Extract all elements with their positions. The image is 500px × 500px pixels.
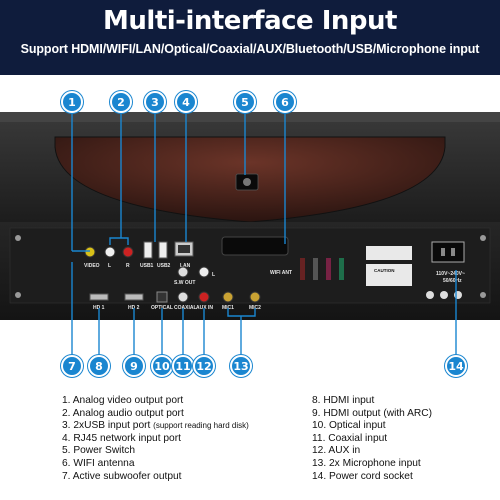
legend-item: 1. Analog video output port [62,395,184,406]
badge-12: 12 [193,355,215,377]
legend-item: 4. RJ45 network input port [62,432,181,444]
screw [15,292,21,298]
badge-5: 5 [234,91,256,113]
label-wifi-ant: WIFI ANT [270,270,292,276]
badge-7: 7 [61,355,83,377]
legend-item: 9. HDMI output (with ARC) [312,407,433,419]
power-socket-pin [451,248,455,256]
label-sw-out: S.W OUT [174,280,195,286]
line-13 [227,308,256,317]
mic1-port [222,291,234,303]
label-l: L [108,263,111,269]
label-r: R [126,263,130,269]
label-voltage: 110V~240V~ [436,271,465,277]
vent [339,258,344,280]
badge-13: 13 [230,355,252,377]
badge-11: 11 [172,355,194,377]
legend-item: 12. AUX in [312,445,361,457]
legend-left: 1. Analog video output port 2. Analog au… [62,395,249,483]
audio-r-port [122,246,134,258]
label-coaxial: COAXIAL [174,305,197,311]
page-subtitle: Support HDMI/WIFI/LAN/Optical/Coaxial/AU… [20,42,480,56]
label-caution: CAUTION [374,268,395,273]
power-socket-pin [441,248,445,256]
badge-2: 2 [110,91,132,113]
audio-l-port [104,246,116,258]
label-freq: 50/60Hz [443,278,462,284]
legend-right: 8. HDMI input 9. HDMI output (with ARC) … [312,395,432,483]
vent [300,258,305,280]
legend-item: 5. Power Switch [62,445,136,457]
spec-plate [366,246,412,260]
optical-port [156,291,168,303]
legend-item: 13. 2x Microphone input [312,457,421,469]
power-switch-knob [243,178,251,186]
label-usb1: USB1 [140,263,154,269]
subwoofer-port [177,266,189,278]
badge-3: 3 [144,91,166,113]
legend-note: (support reading hard disk) [153,421,249,431]
badge-4: 4 [175,91,197,113]
hdmi1-port [89,293,109,301]
mic2-port [249,291,261,303]
cert-logo [440,291,448,299]
header-banner: Multi-interface Input Support HDMI/WIFI/… [0,0,500,75]
lan-port-inner [178,245,190,253]
screw [480,235,486,241]
cert-logo [426,291,434,299]
vent [326,258,331,280]
video-port [84,246,96,258]
label-l2: L [212,272,215,278]
legend-item: 6. WIFI antenna [62,457,135,469]
power-socket [431,241,465,263]
hdmi2-port [124,293,144,301]
screw [480,292,486,298]
wifi-antenna [221,236,289,256]
coaxial-port [177,291,189,303]
case-top-edge [0,112,500,122]
vent [313,258,318,280]
usb1-port [143,241,153,259]
legend-item: 7. Active subwoofer output [62,470,182,482]
caution-plate [366,264,412,286]
badge-14: 14 [445,355,467,377]
badge-10: 10 [151,355,173,377]
device-rear-panel: VIDEO L R USB1 USB2 LAN WIFI ANT CAUTION… [0,112,500,320]
label-usb2: USB2 [157,263,171,269]
label-lan: LAN [180,263,191,269]
legend-item: 8. HDMI input [312,395,375,406]
badge-8: 8 [88,355,110,377]
legend-item: 2. Analog audio output port [62,407,184,419]
legend-item: 14. Power cord socket [312,470,413,482]
label-video: VIDEO [84,263,100,269]
badge-6: 6 [274,91,296,113]
badge-9: 9 [123,355,145,377]
aux-l-port [198,266,210,278]
legend-item: 10. Optical input [312,420,386,432]
legend-item: 3. 2xUSB input port (support reading har… [62,420,249,432]
page-title: Multi-interface Input [103,6,397,36]
badge-1: 1 [61,91,83,113]
legend-item: 11. Coaxial input [312,432,388,444]
line-2b [109,237,129,245]
usb2-port [158,241,168,259]
aux-r-port [198,291,210,303]
screw [15,235,21,241]
